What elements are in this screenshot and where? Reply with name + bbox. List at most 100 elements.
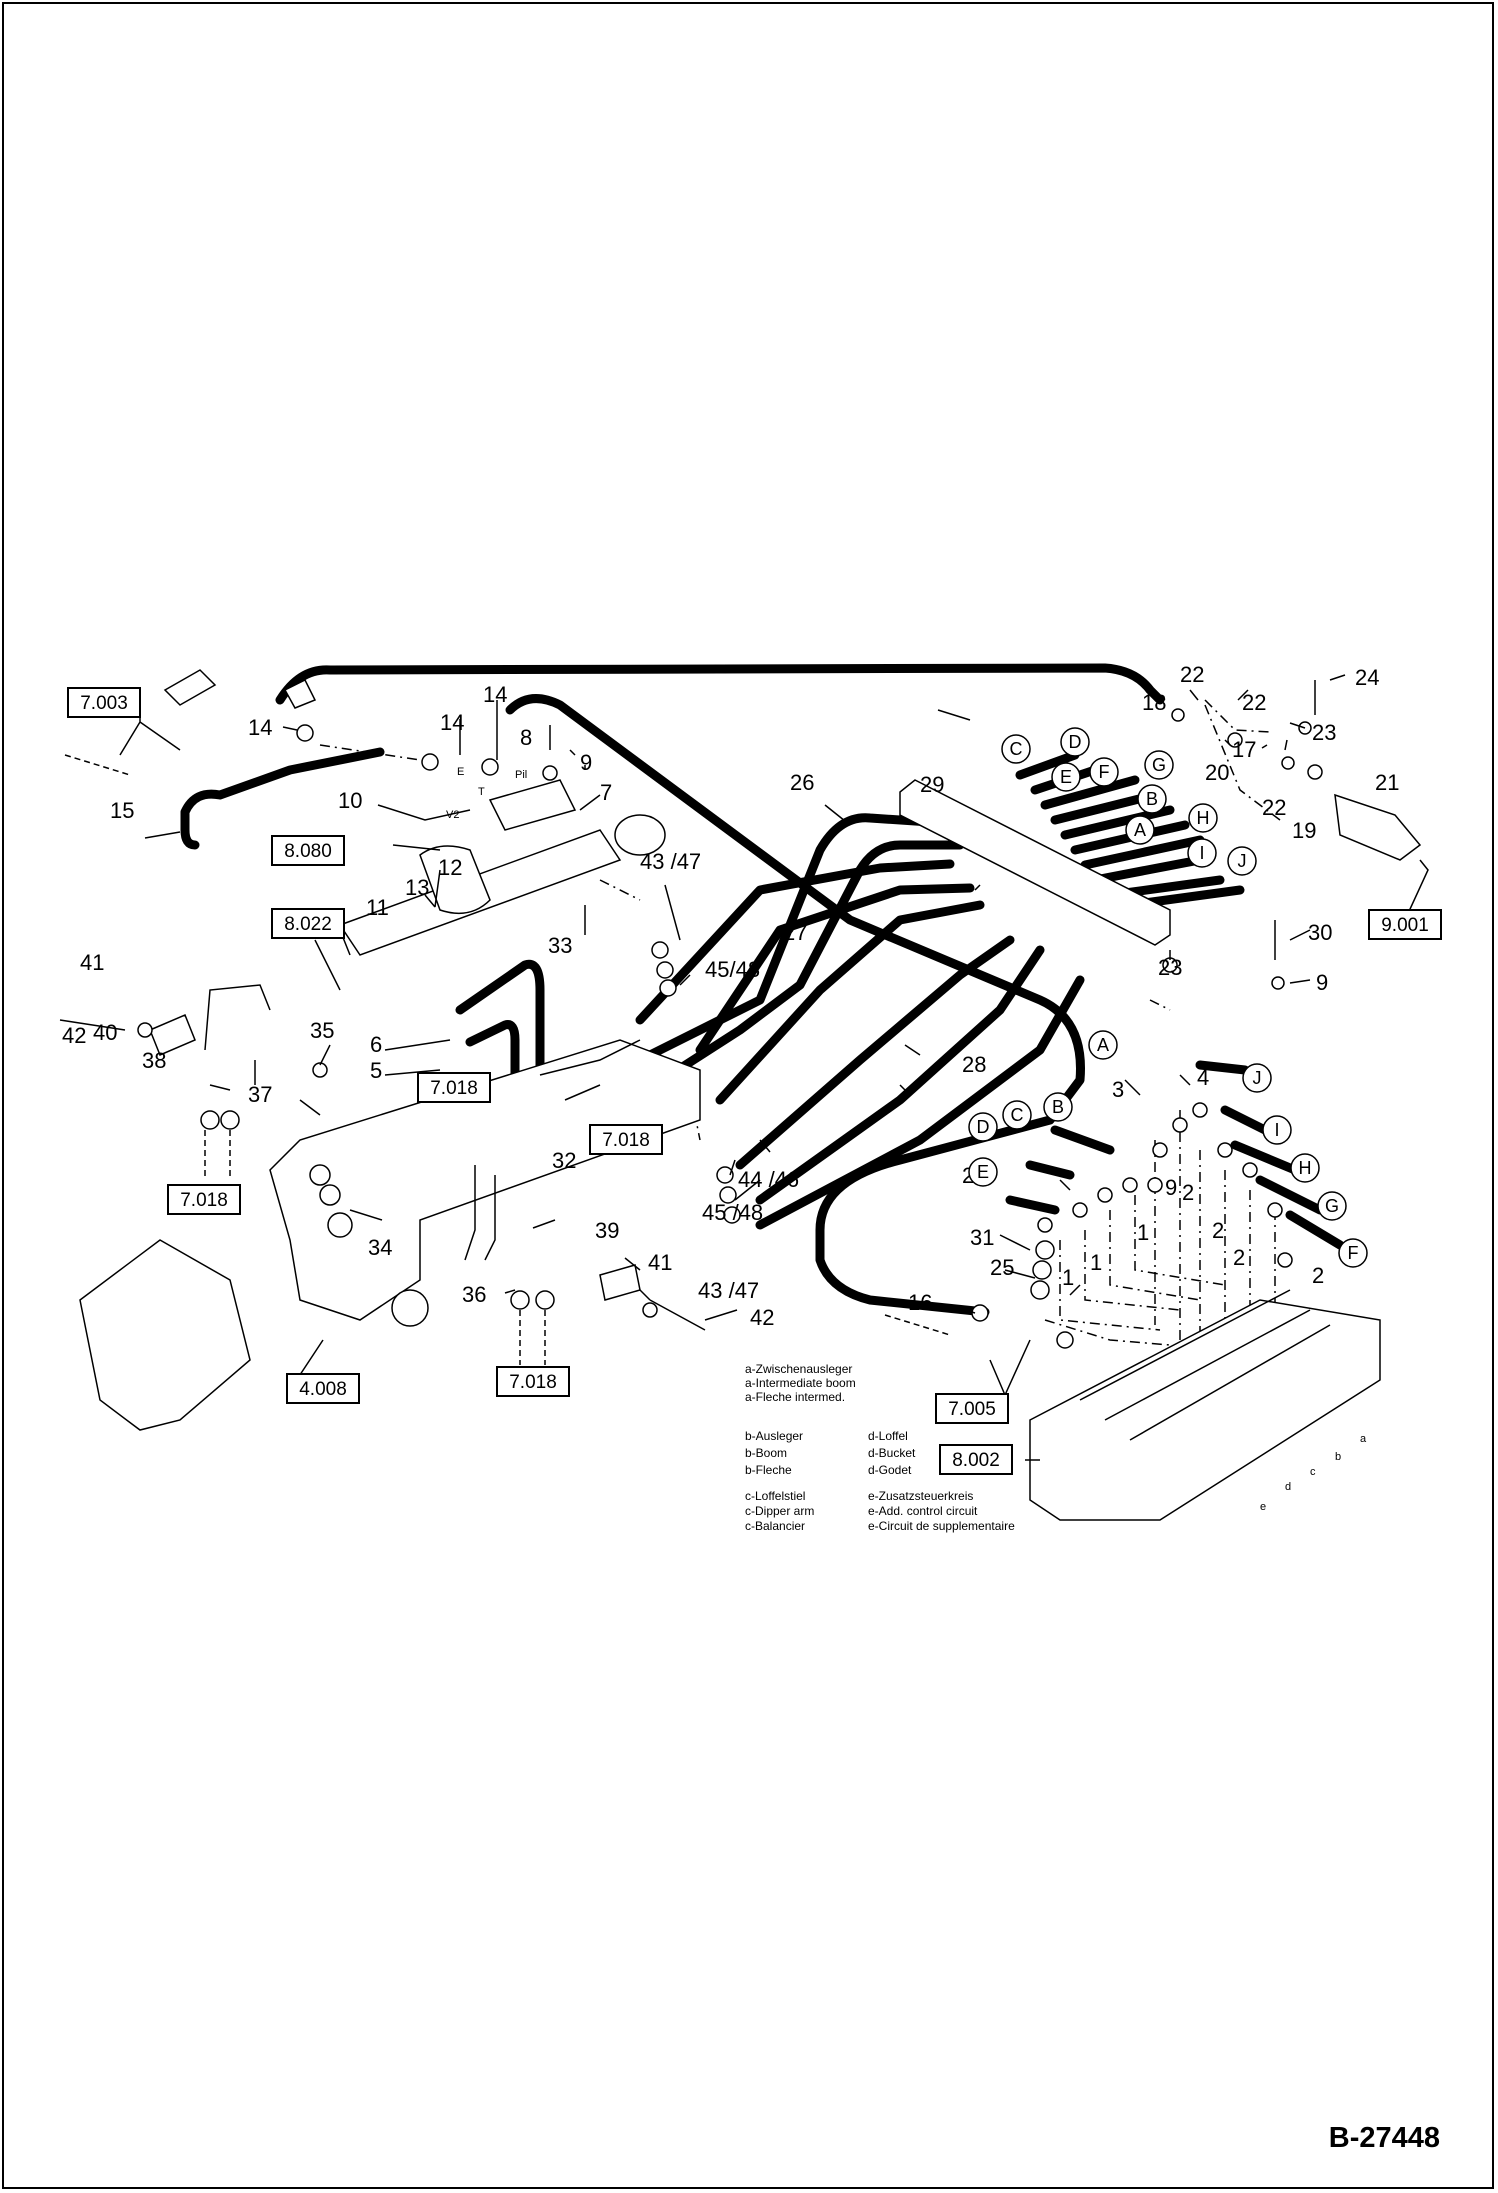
svg-text:D: D [1069,732,1082,752]
part-label: 13 [405,875,429,900]
part-label: 22 [1262,795,1286,820]
svg-text:A: A [1134,820,1146,840]
svg-text:E: E [1060,767,1072,787]
legend-line: a-Fleche intermed. [745,1390,845,1404]
part-label: 40 [93,1020,117,1045]
part-label: 2 [1312,1263,1324,1288]
legend-line: d-Godet [868,1463,912,1477]
letter-marker: D [968,1112,998,1142]
part-label: 19 [1292,818,1316,843]
svg-text:9.001: 9.001 [1381,915,1429,936]
svg-text:J: J [1238,851,1247,871]
letter-marker: C [1001,734,1031,764]
legend-line: c-Dipper arm [745,1504,814,1518]
letter-marker: H [1290,1153,1320,1183]
part-label: 1 [1090,1250,1102,1275]
reference-box: 7.018 [589,1124,663,1155]
part-label: 22 [1180,662,1204,687]
part-label: 34 [368,1235,392,1260]
svg-text:G: G [1152,755,1166,775]
legend-line: a-Zwischenausleger [745,1362,852,1376]
port-mark: c [1310,1466,1316,1478]
part-label: 30 [1308,920,1332,945]
letter-marker: H [1188,803,1218,833]
legend-line: b-Ausleger [745,1429,803,1443]
part-label: 7 [600,780,612,805]
reference-box: 7.018 [496,1366,570,1397]
component-outlines [59,669,1422,1521]
part-label: 29 [920,772,944,797]
letter-marker: G [1317,1191,1347,1221]
letter-marker: A [1125,815,1155,845]
letter-marker: E [968,1157,998,1187]
part-label: 9 [1316,970,1328,995]
part-label: 26 [790,770,814,795]
part-label: 1 [1062,1265,1074,1290]
part-label: 41 [80,950,104,975]
port-mark: E [457,766,464,778]
letter-marker: I [1262,1115,1292,1145]
part-label: 33 [548,933,572,958]
circled-letters: C D E F G B A H I J A J B C D E I H G F [968,727,1368,1268]
svg-text:I: I [1274,1120,1279,1140]
part-label: 14 [483,682,507,707]
letter-marker: D [1060,727,1090,757]
svg-text:G: G [1325,1196,1339,1216]
port-mark: d [1285,1481,1291,1493]
svg-text:4.008: 4.008 [299,1379,347,1400]
reference-box: 9.001 [1368,909,1442,940]
letter-marker: J [1227,846,1257,876]
svg-text:D: D [977,1117,990,1137]
leader-lines [119,674,1429,1461]
reference-box: 8.022 [271,908,345,939]
port-mark: b [1335,1451,1341,1463]
port-mark: Pil [515,769,527,781]
svg-text:J: J [1253,1068,1262,1088]
part-label: 43 /47 [698,1278,759,1303]
legend-line: a-Intermediate boom [745,1376,856,1390]
part-label: 3 [1112,1077,1124,1102]
port-mark: e [1260,1501,1266,1513]
part-label: 12 [438,855,462,880]
svg-text:E: E [977,1162,989,1182]
reference-box: 7.003 [67,687,141,718]
letter-marker: B [1043,1092,1073,1122]
part-label: 18 [1142,690,1166,715]
svg-text:B: B [1052,1097,1064,1117]
port-marks: E T V2 Pil a b c d e [446,766,1367,1513]
part-label: 41 [648,1250,672,1275]
letter-marker: C [1002,1100,1032,1130]
port-mark: V2 [446,809,459,821]
legend-line: d-Loffel [868,1429,908,1443]
svg-text:F: F [1348,1243,1359,1263]
part-label: 11 [366,895,389,920]
letter-marker: A [1088,1030,1118,1060]
part-label: 42 [62,1023,86,1048]
part-label: 23 [1158,955,1182,980]
part-label: 20 [1205,760,1229,785]
part-label: 24 [1355,665,1379,690]
svg-text:7.018: 7.018 [509,1372,557,1393]
part-label: 39 [595,1218,619,1243]
letter-marker: E [1051,762,1081,792]
part-label: 31 [970,1225,994,1250]
legend-line: d-Bucket [868,1446,916,1460]
svg-text:8.022: 8.022 [284,914,332,935]
part-label: 9 [1165,1175,1177,1200]
part-label: 25 [990,1255,1014,1280]
legend-line: e-Add. control circuit [868,1504,978,1518]
svg-text:C: C [1011,1105,1024,1125]
part-label: 21 [1375,770,1399,795]
part-label: 28 [962,1052,986,1077]
part-label: 2 [1233,1245,1245,1270]
svg-text:7.018: 7.018 [602,1130,650,1151]
striped-hose-ends [64,754,951,1365]
part-label: 45/48 [705,957,760,982]
part-label: 4 [1197,1065,1209,1090]
svg-text:H: H [1299,1158,1312,1178]
reference-box: 7.018 [417,1072,491,1103]
part-label: 8 [520,725,532,750]
letter-marker: G [1144,750,1174,780]
